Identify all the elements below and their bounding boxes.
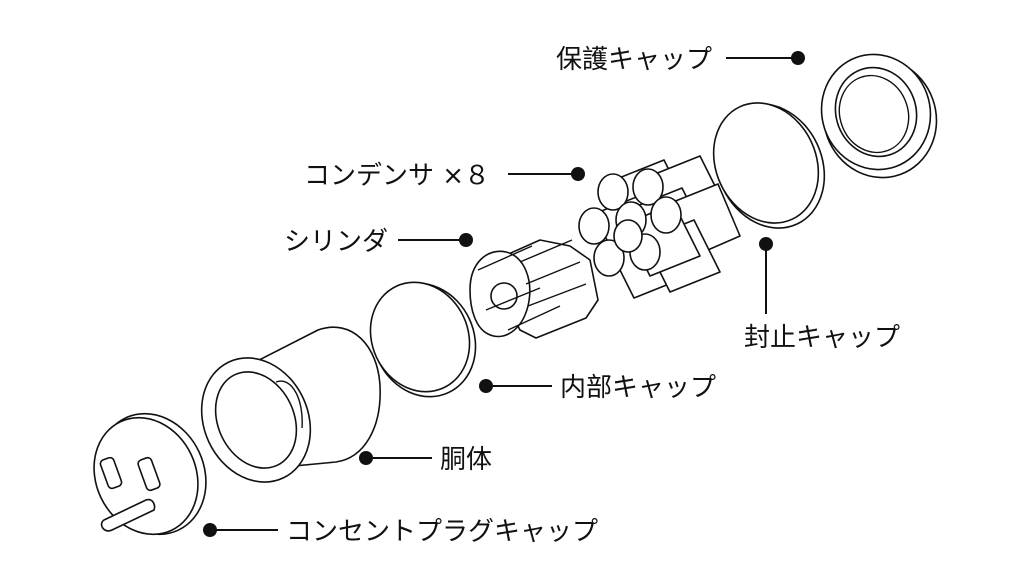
- label-sealing-cap: 封止キャップ: [744, 323, 900, 353]
- cylinder-part: [469, 239, 599, 339]
- body-part: [200, 326, 381, 483]
- plug-cap-part: [93, 412, 207, 536]
- label-inner-cap: 内部キャップ: [560, 373, 716, 403]
- leader-cylinder: [398, 233, 473, 247]
- label-plug-cap: コンセントプラグキャップ: [286, 517, 598, 547]
- sealing-cap-part: [712, 102, 826, 229]
- inner-cap-part: [369, 281, 477, 398]
- leader-capacitor: [508, 167, 585, 181]
- leader-protective-cap: [726, 51, 805, 65]
- label-capacitor: コンデンサ ×８: [304, 161, 490, 191]
- label-protective-cap: 保護キャップ: [556, 45, 712, 75]
- leader-inner-cap: [479, 379, 552, 393]
- leader-sealing-cap: [759, 237, 773, 314]
- label-cylinder: シリンダ: [284, 227, 388, 257]
- leader-body: [359, 451, 432, 465]
- leader-plug-cap: [203, 523, 278, 537]
- protective-cap-part: [820, 53, 938, 179]
- label-body: 胴体: [440, 445, 492, 475]
- capacitor-bundle-part: [578, 155, 741, 299]
